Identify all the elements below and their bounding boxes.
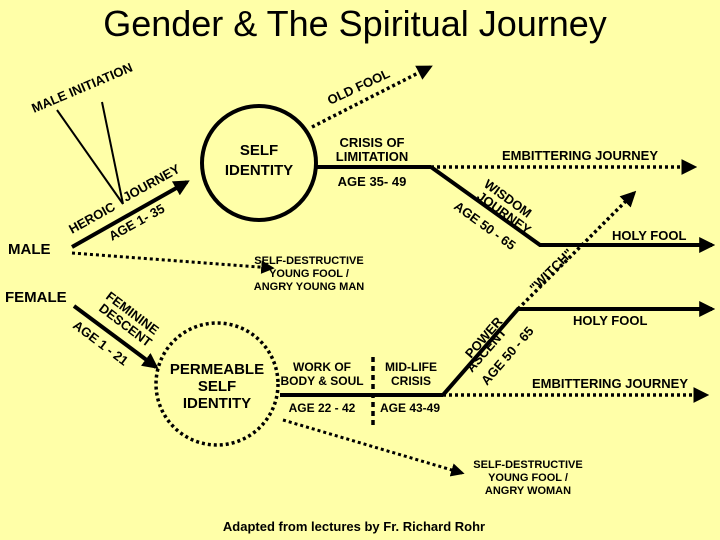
female-self-destructive-line2: YOUNG FOOL /	[488, 472, 568, 484]
male-label: MALE	[8, 241, 51, 258]
male-initiation-label: MALE INITIATION	[29, 60, 134, 116]
self-identity-line1: SELF	[240, 142, 278, 159]
old-fool-label: OLD FOOL	[325, 66, 392, 108]
crisis-label-line2: LIMITATION	[336, 149, 408, 164]
work-label-line2: BODY & SOUL	[280, 374, 363, 388]
journey-label: JOURNEY	[120, 161, 183, 205]
male-initiation-line-right	[101, 101, 124, 205]
wisdom-journey-arrow	[429, 165, 716, 253]
permeable-line1: PERMEABLE	[170, 361, 264, 378]
credit-line: Adapted from lectures by Fr. Richard Roh…	[223, 519, 485, 534]
page-title: Gender & The Spiritual Journey	[103, 3, 607, 44]
crisis-label-line1: CRISIS OF	[339, 135, 404, 150]
old-fool-arrow	[311, 65, 433, 129]
female-embittering-label: EMBITTERING JOURNEY	[532, 376, 688, 391]
permeable-line3: IDENTITY	[183, 395, 251, 412]
midlife-age-label: AGE 43-49	[380, 401, 440, 415]
self-identity-circle	[200, 104, 318, 222]
female-self-destructive-line1: SELF-DESTRUCTIVE	[473, 459, 582, 471]
female-holy-fool-label: HOLY FOOL	[573, 313, 647, 328]
female-self-destructive-line3: ANGRY WOMAN	[485, 485, 571, 497]
permeable-self-identity-circle	[154, 321, 280, 447]
self-identity-line2: IDENTITY	[225, 162, 293, 179]
male-holy-fool-label: HOLY FOOL	[612, 228, 686, 243]
male-self-destructive-line1: SELF-DESTRUCTIVE	[254, 255, 363, 267]
female-label: FEMALE	[5, 289, 67, 306]
permeable-line2: SELF	[198, 378, 236, 395]
male-embittering-label: EMBITTERING JOURNEY	[502, 148, 658, 163]
witch-label: "WITCH"	[527, 246, 576, 295]
male-self-destructive-line3: ANGRY YOUNG MAN	[254, 281, 364, 293]
midlife-label-line2: CRISIS	[391, 374, 431, 388]
work-age-label: AGE 22 - 42	[289, 401, 356, 415]
work-label-line1: WORK OF	[293, 360, 351, 374]
heroic-journey-arrow	[71, 180, 190, 249]
male-initiation-line-left	[56, 109, 124, 205]
midlife-label-line1: MID-LIFE	[385, 360, 437, 374]
female-self-destructive-arrow	[282, 418, 465, 477]
feminine-descent-arrow	[72, 304, 159, 369]
crisis-age-label: AGE 35- 49	[338, 174, 407, 189]
male-self-destructive-line2: YOUNG FOOL /	[269, 268, 349, 280]
male-self-destructive-arrow	[71, 251, 275, 274]
